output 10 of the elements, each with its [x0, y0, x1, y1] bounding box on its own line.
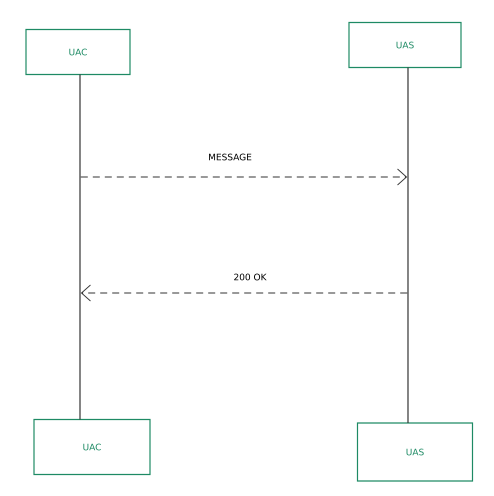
lifeline — [79, 74, 81, 420]
edge-label: 200 OK — [232, 272, 268, 282]
message-arrow — [80, 284, 408, 302]
message-arrow — [80, 168, 408, 186]
edge-label: MESSAGE — [207, 152, 253, 162]
participant-box: UAC — [25, 28, 131, 76]
lifeline — [407, 68, 409, 423]
participant-box: UAS — [348, 22, 462, 68]
participant-box: UAC — [33, 418, 151, 476]
participant-box: UAS — [356, 422, 474, 482]
